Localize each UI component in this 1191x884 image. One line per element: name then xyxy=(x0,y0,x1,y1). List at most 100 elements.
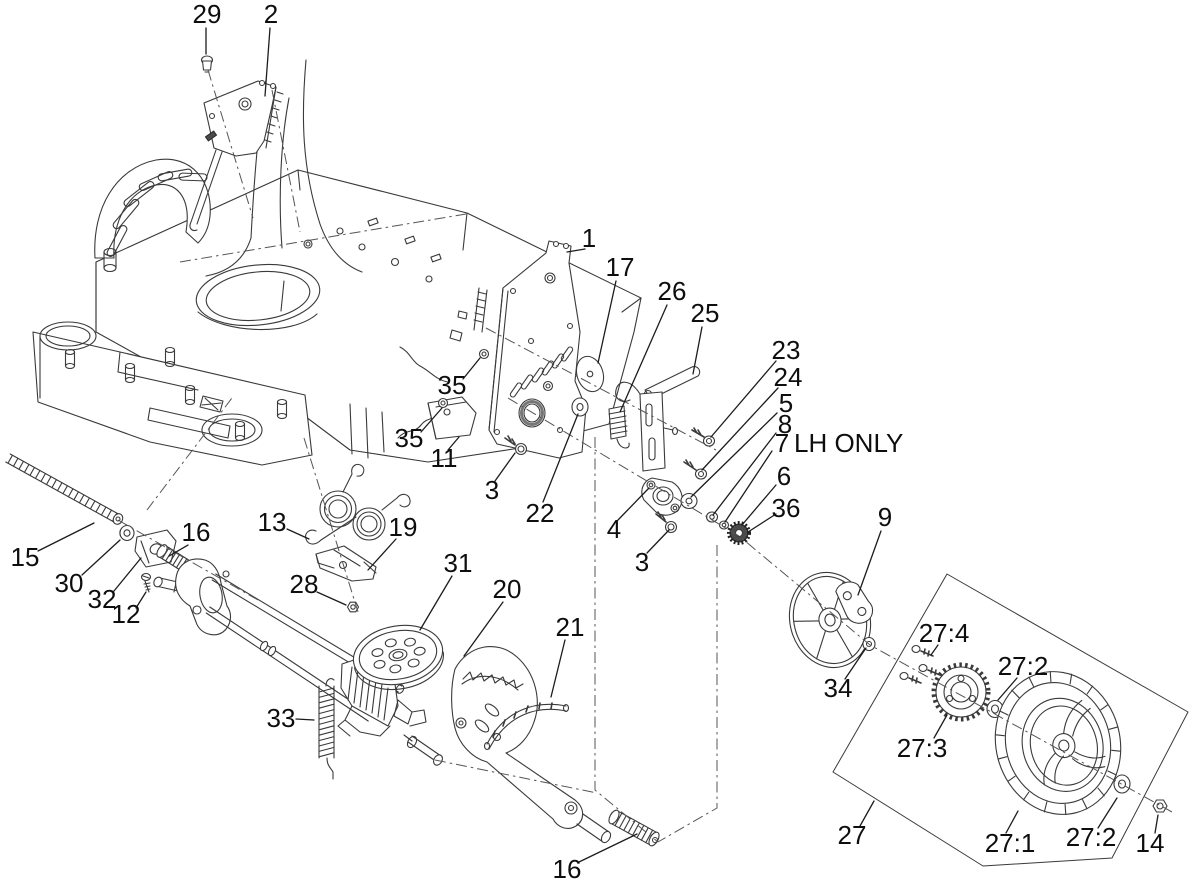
part-14-locknut xyxy=(1152,799,1168,813)
callout-30: 30 xyxy=(55,568,84,598)
leader-13 xyxy=(286,528,310,540)
wheel-pocket-right xyxy=(201,413,263,447)
yoke-plate xyxy=(175,558,232,636)
plate-louvers xyxy=(509,346,574,398)
deck-hinge-axis xyxy=(179,213,467,263)
leader-9 xyxy=(857,530,882,596)
callout-1: 1 xyxy=(582,223,596,253)
lh-boundary-left xyxy=(594,437,659,843)
callout-19: 19 xyxy=(389,512,418,542)
leader-7 xyxy=(724,450,773,523)
leader-12 xyxy=(135,591,147,609)
callout-16-left: 16 xyxy=(182,517,211,547)
callout-3-a: 3 xyxy=(485,475,499,505)
axle-extension-axis xyxy=(434,759,598,794)
leader-21 xyxy=(550,639,566,698)
part-11-bracket xyxy=(427,396,477,440)
blade-chamber-opening xyxy=(195,263,321,327)
leader-26 xyxy=(619,304,668,413)
callout-34: 34 xyxy=(824,673,853,703)
leader-27-1 xyxy=(1005,810,1019,834)
sub-frame xyxy=(32,331,313,466)
leader-6 xyxy=(741,484,777,526)
leader-20 xyxy=(463,601,504,657)
leader-3b xyxy=(646,529,670,554)
leader-1 xyxy=(566,248,586,253)
part-21-curved-rack xyxy=(483,702,570,751)
leader-22 xyxy=(542,413,579,503)
part-2-bracket xyxy=(189,79,284,232)
callout-31: 31 xyxy=(444,548,473,578)
callout-12: 12 xyxy=(112,599,141,629)
part-16-spring-bottom xyxy=(608,809,660,847)
leader-27-2a xyxy=(997,677,1018,701)
callout-17: 17 xyxy=(606,252,635,282)
callout-36: 36 xyxy=(772,493,801,523)
frame-studs xyxy=(64,346,288,442)
callout-28: 28 xyxy=(290,569,319,599)
part-27-2-washer-lower xyxy=(1113,774,1131,794)
leader-2 xyxy=(264,27,271,97)
callout-35-upper: 35 xyxy=(438,370,467,400)
callout-9: 9 xyxy=(878,502,892,532)
callout-35-lower: 35 xyxy=(395,423,424,453)
leader-32 xyxy=(113,557,142,592)
mower-deck-assembly xyxy=(32,59,642,466)
leader-36 xyxy=(747,513,777,533)
callout-8: 8 xyxy=(778,409,792,439)
leader-27 xyxy=(859,800,875,827)
part-12-screw xyxy=(140,572,152,593)
leader-17 xyxy=(597,280,617,364)
part-19-latch-plate xyxy=(315,545,377,582)
leader-lines xyxy=(37,27,1159,863)
part-17-disc xyxy=(575,355,605,393)
part-15-threaded-rod xyxy=(5,453,124,525)
callout-27-1: 27:1 xyxy=(985,828,1036,858)
leader-30 xyxy=(81,539,121,576)
part-20-sector-bracket xyxy=(451,645,612,844)
callout-7: 7 xyxy=(775,428,789,458)
callout-14: 14 xyxy=(1136,828,1165,858)
wheel-kit-27-panel xyxy=(832,573,1189,867)
leader-31 xyxy=(419,575,453,631)
leader-35b xyxy=(420,407,443,433)
bracket-2-axis xyxy=(271,89,301,233)
callout-21: 21 xyxy=(556,612,585,642)
callout-6: 6 xyxy=(777,461,791,491)
part-35-clip-nut-lower xyxy=(437,397,449,409)
callout-4: 4 xyxy=(607,514,621,544)
left-axle-axis xyxy=(117,519,259,601)
part-27-1-wheel xyxy=(994,671,1122,815)
callout-27-2-upper: 27:2 xyxy=(998,651,1049,681)
leader-5 xyxy=(690,412,778,498)
lh-boundary-right xyxy=(657,545,718,843)
callout-32: 32 xyxy=(88,584,117,614)
lh-only-note: LH ONLY xyxy=(794,428,903,458)
part-35-clip-nut-upper xyxy=(478,348,490,360)
callout-13: 13 xyxy=(258,507,287,537)
part-30-bushing xyxy=(119,524,135,542)
leader-16b xyxy=(578,833,638,863)
tire-tread-lugs xyxy=(995,671,1121,815)
leader-3a xyxy=(494,452,516,482)
leader-34 xyxy=(844,647,867,680)
leader-33 xyxy=(295,718,315,721)
leader-25 xyxy=(692,326,703,375)
callout-2: 2 xyxy=(264,0,278,29)
part-3-bolt-a xyxy=(504,435,528,456)
part-27-4-screws xyxy=(899,644,941,684)
part-8-washer xyxy=(705,511,719,523)
callout-20: 20 xyxy=(493,574,522,604)
centerlines xyxy=(117,69,1173,843)
part-7-washer xyxy=(718,520,730,530)
transmission-housing xyxy=(337,659,427,737)
callout-27-2-lower: 27:2 xyxy=(1066,822,1117,852)
part-1-plate xyxy=(488,240,587,459)
pin-29-axis xyxy=(207,69,254,219)
leader-14 xyxy=(1154,814,1159,834)
callout-27: 27 xyxy=(838,820,867,850)
leader-28 xyxy=(316,591,347,606)
callout-11: 11 xyxy=(431,443,458,473)
